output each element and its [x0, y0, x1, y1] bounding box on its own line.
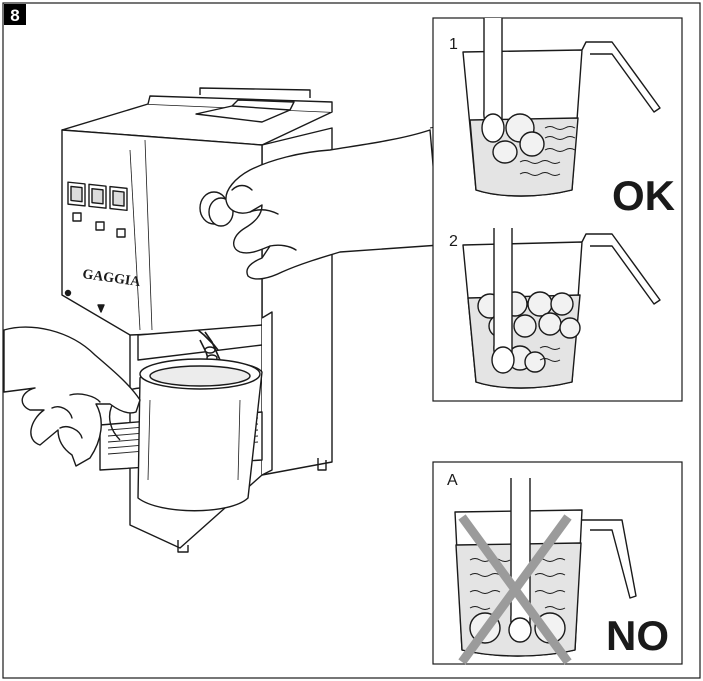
- figure-number-badge: 8: [4, 4, 26, 25]
- figure-number: 8: [10, 6, 19, 25]
- wrong-verdict: NO: [606, 612, 669, 659]
- rocker-switches: [67, 181, 128, 212]
- cross-mark: [458, 514, 572, 665]
- step2-number: 2: [449, 233, 458, 250]
- step1-jug: [462, 18, 661, 197]
- step1-verdict: OK: [612, 172, 675, 219]
- left-hand: [3, 326, 141, 467]
- right-hand: [225, 129, 441, 280]
- step2-jug: [462, 228, 661, 389]
- indicator-lights: [72, 212, 126, 238]
- step1-number: 1: [449, 36, 458, 53]
- coffee-machine: [61, 87, 333, 553]
- wrong-label: A: [447, 472, 458, 489]
- milk-pitcher: [109, 358, 263, 512]
